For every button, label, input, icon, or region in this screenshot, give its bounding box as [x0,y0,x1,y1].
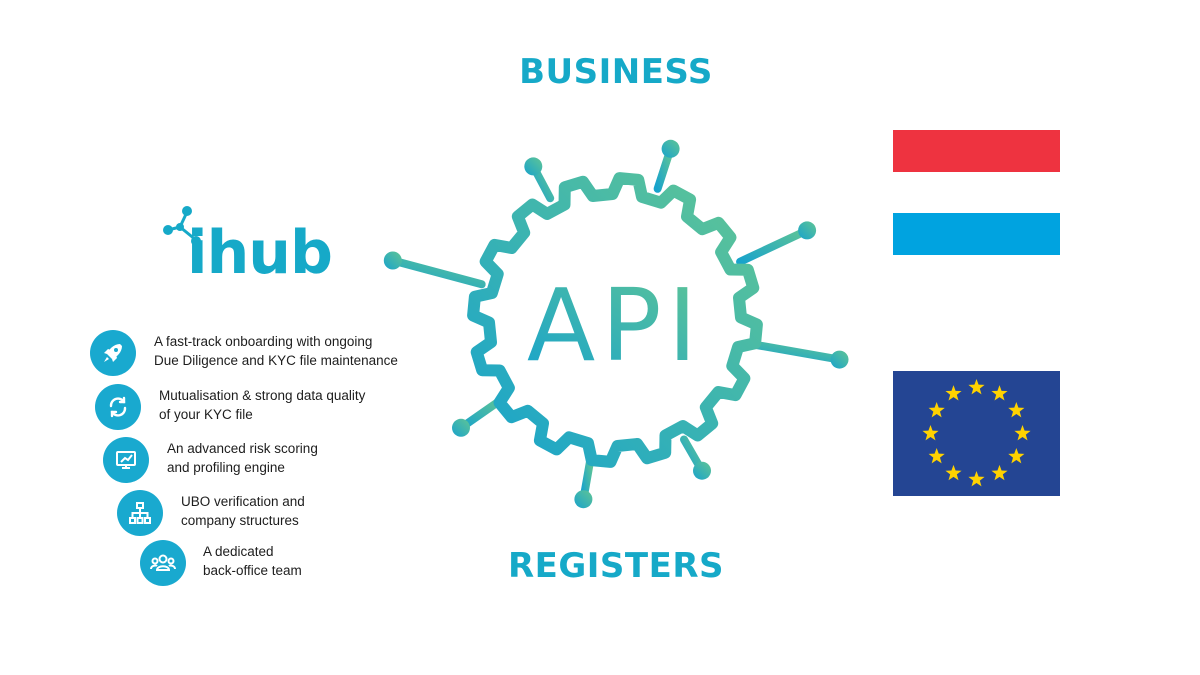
team-icon [140,540,186,586]
heading-business: BUSINESS [519,52,713,92]
eu-star-icon [928,448,945,464]
gear-spoke [736,226,812,266]
rocket-icon [90,330,136,376]
logo-network-icon [163,206,201,246]
eu-stars [922,379,1031,487]
logo-text: ihub [187,218,333,288]
org-chart-icon [117,490,163,536]
chart-screen-icon [103,437,149,483]
eu-star-icon [991,385,1008,401]
eu-star-icon [945,464,962,481]
heading-registers: REGISTERS [507,546,725,586]
eu-star-icon [1008,448,1025,464]
eu-flag [893,371,1060,496]
spoke-node [524,157,543,176]
sync-icon [95,384,141,430]
spoke-node [383,251,402,270]
api-label: API [527,267,703,384]
ihub-logo: ihub [160,200,350,290]
eu-star-icon [1008,402,1025,418]
eu-star-icon [1014,425,1031,441]
eu-star-icon [968,471,985,487]
gear-spoke [746,340,844,364]
flag-stripe-red [893,130,1060,172]
spoke-node [798,221,817,240]
spoke-node [830,350,849,369]
spoke-node [693,461,711,480]
gear-spoke [388,256,486,289]
spoke-node [661,139,680,158]
eu-star-icon [991,464,1008,481]
api-gear-graphic: API [383,139,849,509]
eu-star-icon [945,385,962,401]
flag-stripe-white [893,171,1060,214]
eu-star-icon [968,379,985,395]
luxembourg-flag [893,130,1060,255]
spoke-node [452,418,470,437]
flag-stripe-blue [893,213,1060,255]
spoke-node [574,490,593,509]
eu-star-icon [928,402,945,418]
eu-star-icon [922,425,939,441]
